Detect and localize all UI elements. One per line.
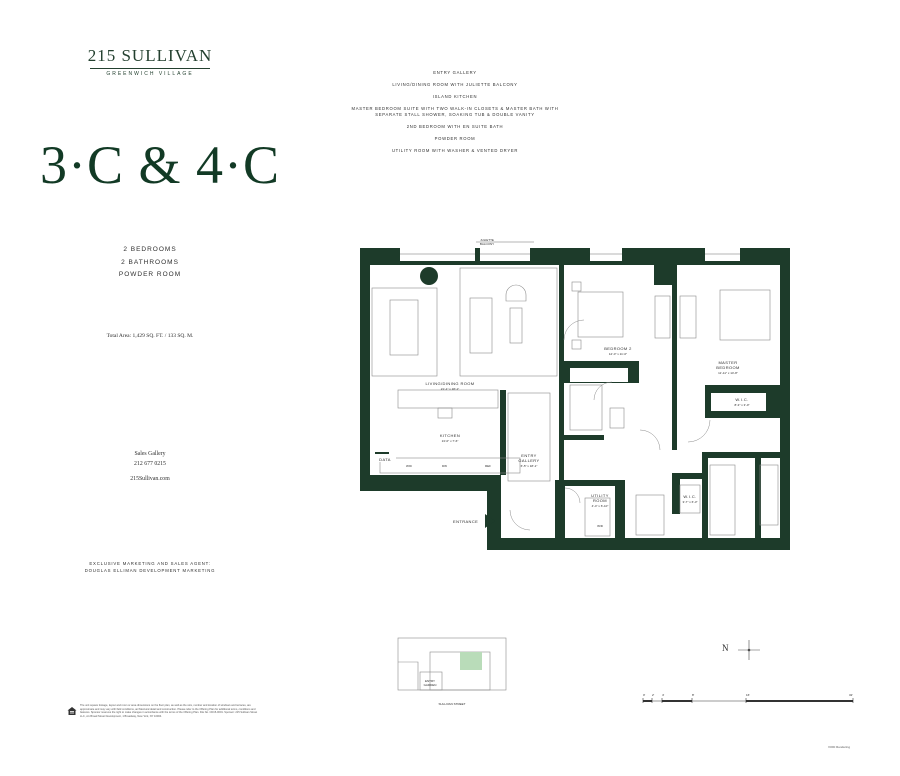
brand-divider (90, 68, 210, 69)
label-entry-dim: 6'-5" x 18'-1" (521, 464, 538, 468)
feature-item: ENTRY GALLERY (433, 70, 477, 75)
agent-line: EXCLUSIVE MARKETING AND SALES AGENT: (89, 561, 211, 566)
label-entry: ENTRY (521, 453, 536, 458)
data-closet (374, 454, 396, 462)
unit-title: 3·C & 4·C (40, 135, 281, 195)
scale-label: 4' (662, 693, 665, 697)
label-wic2-dim: 3'-7" x 6'-3" (682, 500, 697, 504)
scale-label: 8' (692, 693, 695, 697)
equal-housing-icon (67, 707, 77, 715)
compass-north-label: N (722, 643, 729, 653)
plan-doors (509, 319, 711, 531)
label-utility-wd: W/D (597, 524, 604, 528)
sales-phone[interactable]: 212 677 0215 (134, 460, 166, 467)
label-balcony: BALCONY (480, 242, 494, 246)
label-living: LIVING/DINING ROOM (426, 381, 475, 386)
feature-item: SEPARATE STALL SHOWER, SOAKING TUB & DOU… (375, 111, 535, 117)
brand-name: 215 SULLIVAN (87, 46, 213, 65)
label-bedroom2: BEDROOM 2 (604, 346, 632, 351)
total-area: Total Area: 1,429 SQ. FT. / 133 SQ. M. (106, 333, 194, 339)
plan-column (420, 267, 438, 285)
features-list: ENTRY GALLERY LIVING/DINING ROOM WITH JU… (340, 70, 570, 160)
floor-plan: JULIETTE BALCONY BEDROOM 2 12'-0" x 11'-… (360, 238, 790, 550)
plan-furniture (371, 267, 779, 537)
label-master: MASTER (718, 360, 737, 365)
scale-bar: 0' 2' 4' 8' 16' 32' (642, 693, 853, 703)
feature-item: LIVING/DINING ROOM WITH JULIETTE BALCONY (392, 82, 518, 87)
label-entrance: ENTRANCE (453, 519, 478, 524)
feature-item: ISLAND KITCHEN (432, 94, 478, 99)
label-dw: DW (442, 464, 447, 468)
rooms-summary: 2 BEDROOMS 2 BATHROOMS POWDER ROOM (100, 244, 200, 282)
rooms-summary-item: 2 BEDROOMS (123, 246, 177, 253)
label-utility-dim: 4'-4" x 6'-10" (592, 504, 609, 508)
scale-label: 0' (643, 693, 646, 697)
label-ref: REF (485, 464, 491, 468)
rooms-summary-item: POWDER ROOM (118, 271, 182, 278)
label-juliette: JULIETTE (480, 238, 494, 242)
label-wic2: W.I.C. (683, 494, 696, 499)
keyplan-street: SULLIVAN STREET (439, 702, 466, 706)
label-kitchen-dim: 13'-0" x 7'-6" (442, 439, 459, 443)
unit-location-highlight (460, 652, 482, 670)
label-gallery: GALLERY (518, 458, 539, 463)
plan-walls (360, 248, 790, 550)
key-plan: ENTRY GARDEN SULLIVAN STREET (397, 637, 507, 706)
sales-gallery-info: Sales Gallery 212 677 0215 215Sullivan.c… (100, 450, 200, 485)
rooms-summary-item: 2 BATHROOMS (121, 258, 179, 266)
feature-item: MASTER BEDROOM SUITE WITH TWO WALK-IN CL… (351, 106, 559, 111)
scale-label: 2' (652, 693, 655, 697)
sales-website-link[interactable]: 215Sullivan.com (130, 476, 170, 482)
keyplan-entry: ENTRY (425, 679, 435, 683)
label-kitchen: KITCHEN (440, 433, 460, 438)
keyplan-garden: GARDEN (424, 683, 437, 687)
label-master-dim: 11'-11" x 14'-8" (718, 371, 738, 375)
label-wic: W.I.C. (735, 397, 748, 402)
sales-agent: EXCLUSIVE MARKETING AND SALES AGENT: DOU… (60, 560, 240, 574)
agent-line: DOUGLAS ELLIMAN DEVELOPMENT MARKETING (84, 568, 216, 573)
plan-window-lines (400, 241, 740, 255)
label-utility: UTILITY (591, 493, 609, 498)
label-room: ROOM (593, 498, 607, 503)
entrance-arrow-icon (485, 514, 495, 528)
feature-item: 2ND BEDROOM WITH EN SUITE BATH (406, 123, 504, 129)
scale-label: 16' (746, 693, 750, 697)
brand-logo: 215 SULLIVAN GREENWICH VILLAGE (70, 46, 230, 77)
feature-item: UTILITY ROOM WITH WASHER & VENTED DRYER (391, 147, 519, 153)
sales-label: Sales Gallery (134, 451, 166, 457)
label-wd: W/D (406, 464, 413, 468)
label-living-dim: 21'-1" x 18'-1" (441, 387, 459, 391)
scale-label: 32' (849, 693, 853, 697)
label-bedroom2-dim: 12'-0" x 11'-0" (609, 352, 627, 356)
label-data: DATA (379, 457, 391, 462)
render-note: VOID Rendering (828, 745, 851, 749)
label-wic-dim: 8'-3" x 3'-0" (734, 403, 749, 407)
feature-item: POWDER ROOM (434, 135, 476, 141)
legal-disclaimer: The unit square footage, layout and room… (80, 704, 258, 718)
compass-icon (738, 640, 760, 660)
brand-subtitle: GREENWICH VILLAGE (106, 71, 194, 77)
label-master-bedroom: BEDROOM (716, 365, 739, 370)
plan-windows (400, 248, 740, 261)
